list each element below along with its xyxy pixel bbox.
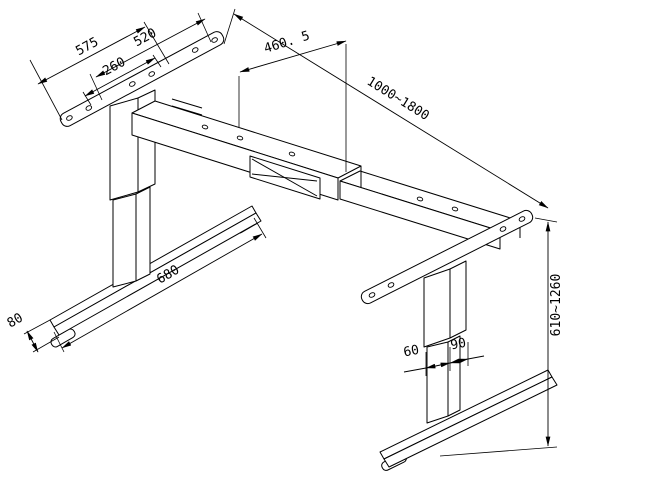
right-foot [379, 369, 558, 471]
dim-label-1000-1800: 1000~1800 [364, 74, 432, 124]
right-foot-side-face [383, 376, 558, 468]
dim-tail-90 [467, 355, 485, 360]
extension-line [53, 331, 65, 353]
extension-line [534, 217, 558, 223]
dim-line-680 [61, 233, 263, 349]
extension-line [29, 59, 63, 121]
bracket-hole [85, 105, 93, 111]
right-column-lower-side [447, 335, 461, 417]
dim-label-80: 80 [5, 311, 26, 332]
right-top-bracket [360, 209, 534, 305]
extension-line [253, 217, 267, 239]
left-column-lower-front [112, 193, 137, 288]
dim-tail-60 [403, 367, 427, 373]
dim-label-260: 260 [100, 55, 128, 79]
dim-line-90 [449, 358, 469, 364]
dim-label-610-1260: 610~1260 [549, 274, 564, 337]
dim-line-1000-1800 [233, 13, 549, 209]
bracket-hole [499, 226, 507, 232]
bracket-hole [211, 37, 218, 43]
extension-line [439, 446, 558, 457]
right-top-bracket-plate [360, 209, 534, 305]
dim-label-60: 60 [402, 343, 420, 361]
bracket-hole [66, 115, 73, 121]
telescopic-beam [131, 98, 521, 250]
right-column-lower-front [426, 341, 449, 424]
left-foot-top-face [49, 205, 257, 328]
dimension-lines [26, 13, 551, 447]
right-column-upper-side [449, 260, 467, 339]
bracket-hole [387, 282, 395, 288]
right-column-upper-front [423, 268, 451, 348]
dim-label-90: 90 [449, 336, 467, 354]
extension-line [223, 8, 236, 45]
beam-mount-crossbar-line-2 [171, 105, 203, 116]
dim-line-80 [26, 330, 39, 353]
right-column [423, 260, 467, 424]
extension-line [82, 91, 92, 106]
beam-mount-crossbar-line-1 [171, 98, 203, 109]
dim-label-460-5: 460. 5 [262, 29, 311, 57]
dim-label-575: 575 [73, 35, 101, 59]
dim-line-60 [425, 362, 451, 369]
right-foot-top-face [379, 369, 553, 460]
bracket-hole [368, 292, 376, 298]
left-column-lower-side [135, 186, 151, 282]
dim-label-520: 520 [131, 26, 159, 50]
bracket-hole [518, 216, 526, 222]
beam-hole [201, 124, 209, 130]
dim-line-260 [84, 57, 156, 97]
